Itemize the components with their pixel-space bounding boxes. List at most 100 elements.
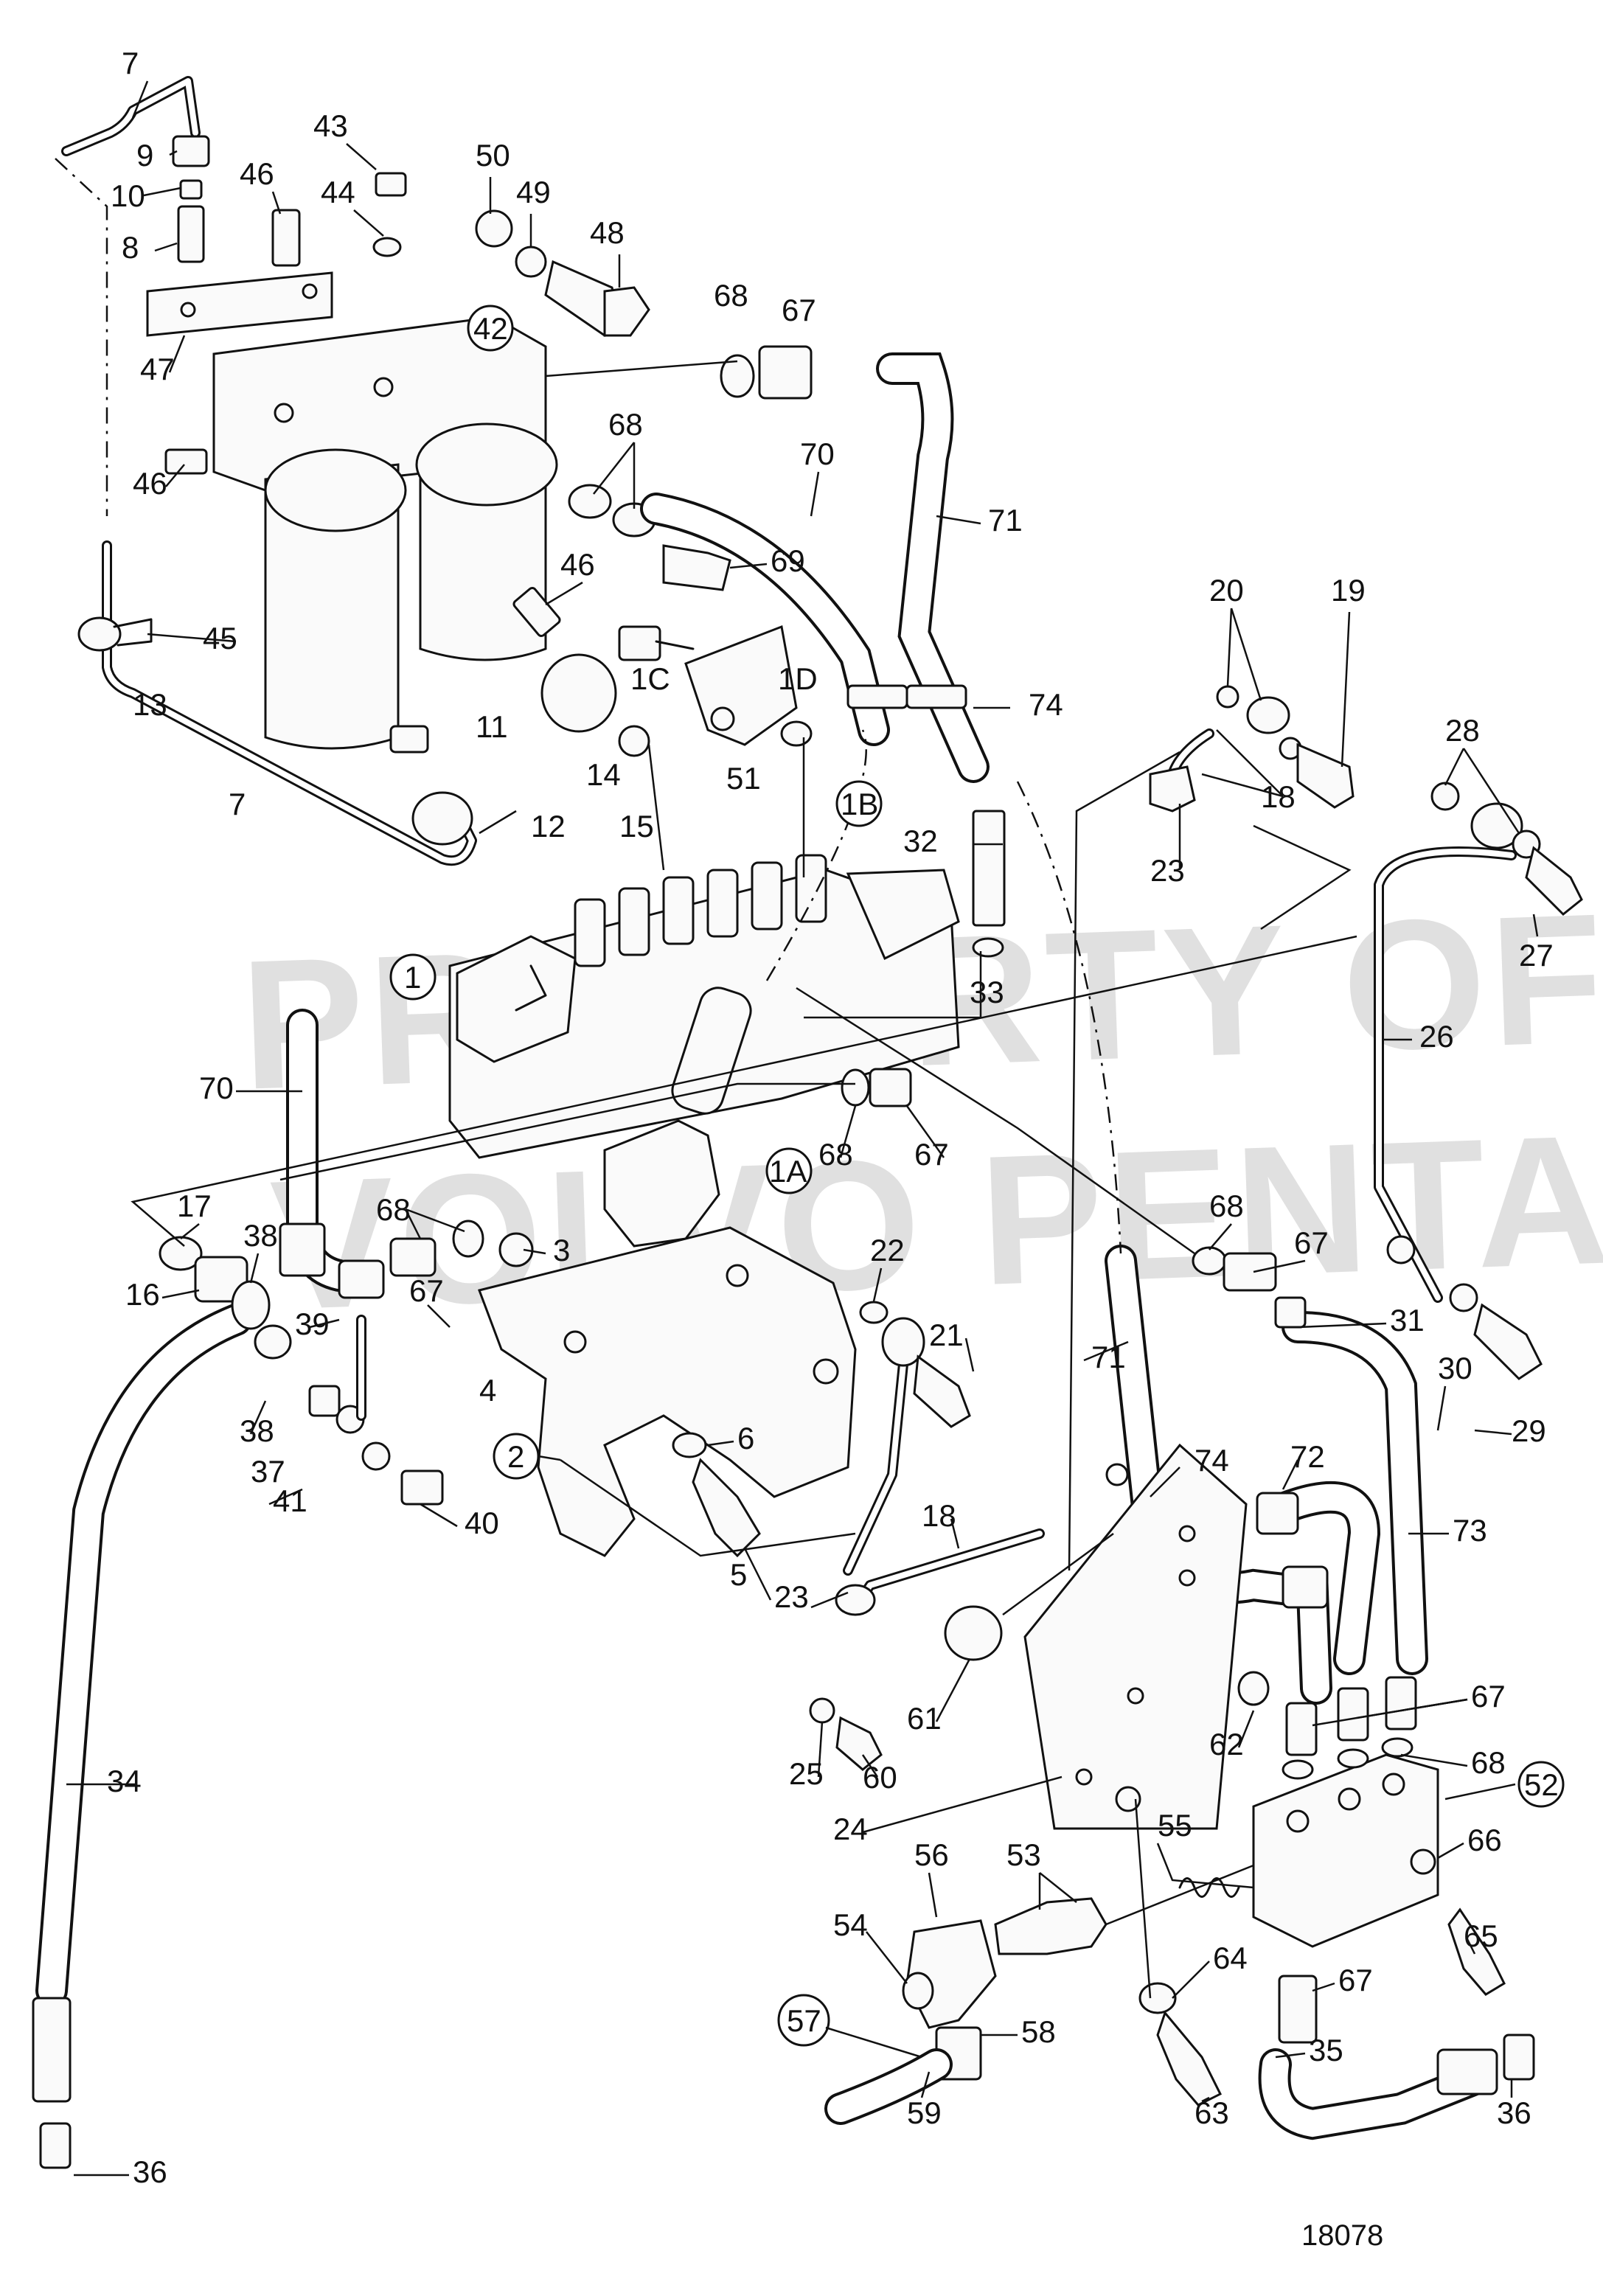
callout-label: 74 <box>1029 687 1063 722</box>
callout-label: 52 <box>1524 1767 1559 1802</box>
callout-label: 62 <box>1209 1727 1244 1761</box>
figure-number: 18078 <box>1301 2219 1383 2252</box>
callout-label: 18 <box>922 1498 956 1533</box>
callout-label: 73 <box>1453 1513 1487 1548</box>
callout-label: 9 <box>136 138 153 173</box>
callout-label: 55 <box>1158 1808 1192 1843</box>
callout-label: 37 <box>251 1454 285 1489</box>
callout-label: 27 <box>1519 938 1554 973</box>
callout-circle <box>777 1994 830 2047</box>
callout-label: 47 <box>140 352 175 386</box>
callout-label: 70 <box>800 436 835 471</box>
callout-label: 56 <box>914 1837 949 1872</box>
callout-label: 72 <box>1290 1439 1325 1474</box>
callout-label: 6 <box>737 1421 754 1455</box>
callout-labels: 7 9 10 8 43 46 44 50 49 48 42 68 67 47 4… <box>66 46 1565 2189</box>
callout-label: 40 <box>465 1506 499 1540</box>
callout-label: 63 <box>1195 2095 1229 2130</box>
bleed-pipe-assembly <box>55 76 477 866</box>
callout-label: 68 <box>376 1192 411 1227</box>
fuel-filter-assembly <box>146 172 813 750</box>
callout-label: 18 <box>1261 779 1296 814</box>
callout-label: 20 <box>1209 573 1244 608</box>
inlet-hose-assembly <box>32 1009 484 2169</box>
callout-label: 3 <box>553 1233 570 1267</box>
mounting-plate-and-valve-block <box>824 1443 1535 2140</box>
callout-label: 7 <box>122 46 139 80</box>
callout-label: 42 <box>473 311 508 346</box>
callout-label: 67 <box>1338 1963 1373 1997</box>
callout-label: 7 <box>229 787 246 821</box>
callout-label: 67 <box>1294 1225 1329 1260</box>
callout-label: 67 <box>409 1273 444 1308</box>
assembly-guide-lines <box>131 360 1357 1999</box>
callout-label: 8 <box>122 230 139 265</box>
callout-label: 50 <box>476 138 510 173</box>
callout-label: 14 <box>586 757 621 792</box>
callout-label: 36 <box>1497 2095 1531 2130</box>
callout-label: 51 <box>726 761 761 796</box>
callout-label: 21 <box>929 1318 964 1352</box>
callout-circle <box>765 1147 813 1194</box>
callout-label: 5 <box>730 1557 747 1592</box>
callout-label: 54 <box>833 1907 868 1942</box>
callout-label: 67 <box>1471 1679 1506 1714</box>
callout-label: 36 <box>133 2154 167 2189</box>
callout-label: 68 <box>818 1137 853 1172</box>
return-pipes <box>809 685 1583 1771</box>
callout-label: 19 <box>1331 573 1366 608</box>
callout-label: 57 <box>787 2003 821 2038</box>
callout-label: 22 <box>870 1233 905 1267</box>
callout-label: 10 <box>111 178 145 213</box>
callout-label: 33 <box>970 975 1004 1009</box>
callout-label: 2 <box>507 1439 524 1474</box>
callout-label: 68 <box>1471 1745 1506 1780</box>
callout-circle <box>1517 1761 1565 1808</box>
callout-label: 29 <box>1512 1413 1546 1448</box>
callout-label: 12 <box>531 809 566 843</box>
callout-label: 45 <box>203 621 237 655</box>
callout-label: 71 <box>988 503 1023 538</box>
callout-label: 46 <box>240 156 274 191</box>
callout-label: 68 <box>714 278 748 313</box>
injection-pump <box>448 810 1006 1248</box>
callout-label: 23 <box>774 1579 809 1614</box>
callout-label: 38 <box>243 1218 278 1253</box>
callout-label: 4 <box>479 1373 496 1408</box>
callout-label: 49 <box>516 175 551 209</box>
callout-label: 1B <box>841 787 878 821</box>
callout-label: 59 <box>907 2095 942 2130</box>
callout-label: 25 <box>789 1756 824 1791</box>
callout-label: 16 <box>125 1277 160 1312</box>
callout-label: 64 <box>1213 1941 1248 1975</box>
callout-label: 13 <box>133 687 167 722</box>
callout-label: 30 <box>1438 1351 1472 1385</box>
callout-label: 15 <box>619 809 654 843</box>
callout-label: 28 <box>1445 713 1480 748</box>
callout-label: 61 <box>907 1701 942 1736</box>
callout-circle <box>389 953 437 1001</box>
callout-label: 68 <box>1209 1189 1244 1223</box>
callout-label: 1D <box>778 661 818 696</box>
callout-label: 1C <box>630 661 670 696</box>
callout-label: 24 <box>833 1812 868 1846</box>
callout-label: 67 <box>914 1137 949 1172</box>
callout-label: 44 <box>321 175 355 209</box>
callout-label: 26 <box>1419 1019 1454 1054</box>
callout-label: 74 <box>1195 1443 1229 1478</box>
callout-label: 70 <box>199 1071 234 1105</box>
callout-label: 1A <box>769 1154 807 1189</box>
callout-label: 43 <box>313 108 348 143</box>
pump-bracket <box>478 1226 857 1558</box>
callout-label: 46 <box>560 547 595 582</box>
callout-label: 48 <box>590 215 625 250</box>
callout-label: 53 <box>1006 1837 1041 1872</box>
callout-label: 68 <box>608 407 643 442</box>
callout-label: 31 <box>1390 1303 1425 1337</box>
callout-label: 58 <box>1021 2014 1056 2049</box>
callout-label: 67 <box>782 293 816 327</box>
callout-label: 1 <box>404 960 421 995</box>
callout-label: 60 <box>863 1760 897 1795</box>
callout-label: 11 <box>476 709 508 744</box>
